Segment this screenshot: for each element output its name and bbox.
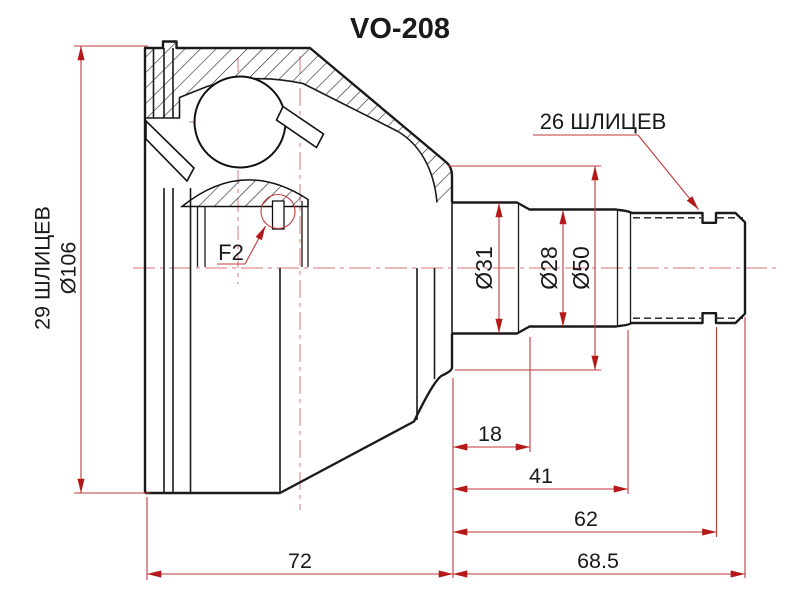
shaft-splines-leader-arrow <box>637 134 699 210</box>
label-l62: 62 <box>574 507 598 531</box>
length-extension-lines <box>146 317 746 580</box>
dim-outer-diameter: 29 ШЛИЦЕВ Ø106 <box>31 45 150 494</box>
left-face-groove-lines <box>152 48 281 493</box>
label-outer-splines: 29 ШЛИЦЕВ <box>31 206 55 330</box>
ball <box>193 75 287 169</box>
stub-shaft <box>452 201 747 335</box>
label-l68_5: 68.5 <box>577 549 619 573</box>
inner-race-bore-lines <box>196 199 309 267</box>
outer-profile-top <box>143 40 454 493</box>
inner-cavity-boundary <box>145 77 438 203</box>
label-l41: 41 <box>529 464 553 488</box>
label-l72: 72 <box>288 549 312 573</box>
dim-shaft-diameters: Ø31 Ø28 Ø50 <box>448 165 601 371</box>
bell-housing <box>143 40 454 495</box>
label-l18: 18 <box>478 422 502 446</box>
groove-highlight-circle <box>260 193 296 230</box>
label-shaft-splines: 26 ШЛИЦЕВ <box>540 109 667 134</box>
label-d31: Ø31 <box>471 246 497 289</box>
label-d28: Ø28 <box>536 246 562 289</box>
groove-leader-arrow <box>244 225 266 265</box>
label-d50: Ø50 <box>568 246 594 289</box>
callout-shaft-splines: 26 ШЛИЦЕВ <box>533 109 699 210</box>
circlip-groove <box>271 200 285 230</box>
label-groove-ref: F2 <box>218 240 244 265</box>
dim106-extension-lines <box>74 45 150 494</box>
outer-profile-bottom <box>145 333 454 495</box>
boot-seat-lines <box>416 268 436 420</box>
dim50-extension-lines <box>448 165 601 371</box>
label-outer-diameter: Ø106 <box>57 242 81 295</box>
shaft-step-lines <box>517 204 632 332</box>
cage-bar-right <box>275 105 325 149</box>
spline-root-lines <box>633 217 743 319</box>
inner-race-section <box>179 179 309 208</box>
cage-bar-left <box>145 119 195 183</box>
part-number-title: VO-208 <box>350 13 450 45</box>
callout-groove-f2: F2 <box>217 193 296 265</box>
length-dimensions: 18 41 62 68.5 72 <box>146 317 746 580</box>
joint-internals <box>145 75 325 267</box>
shaft-profile <box>452 201 747 335</box>
